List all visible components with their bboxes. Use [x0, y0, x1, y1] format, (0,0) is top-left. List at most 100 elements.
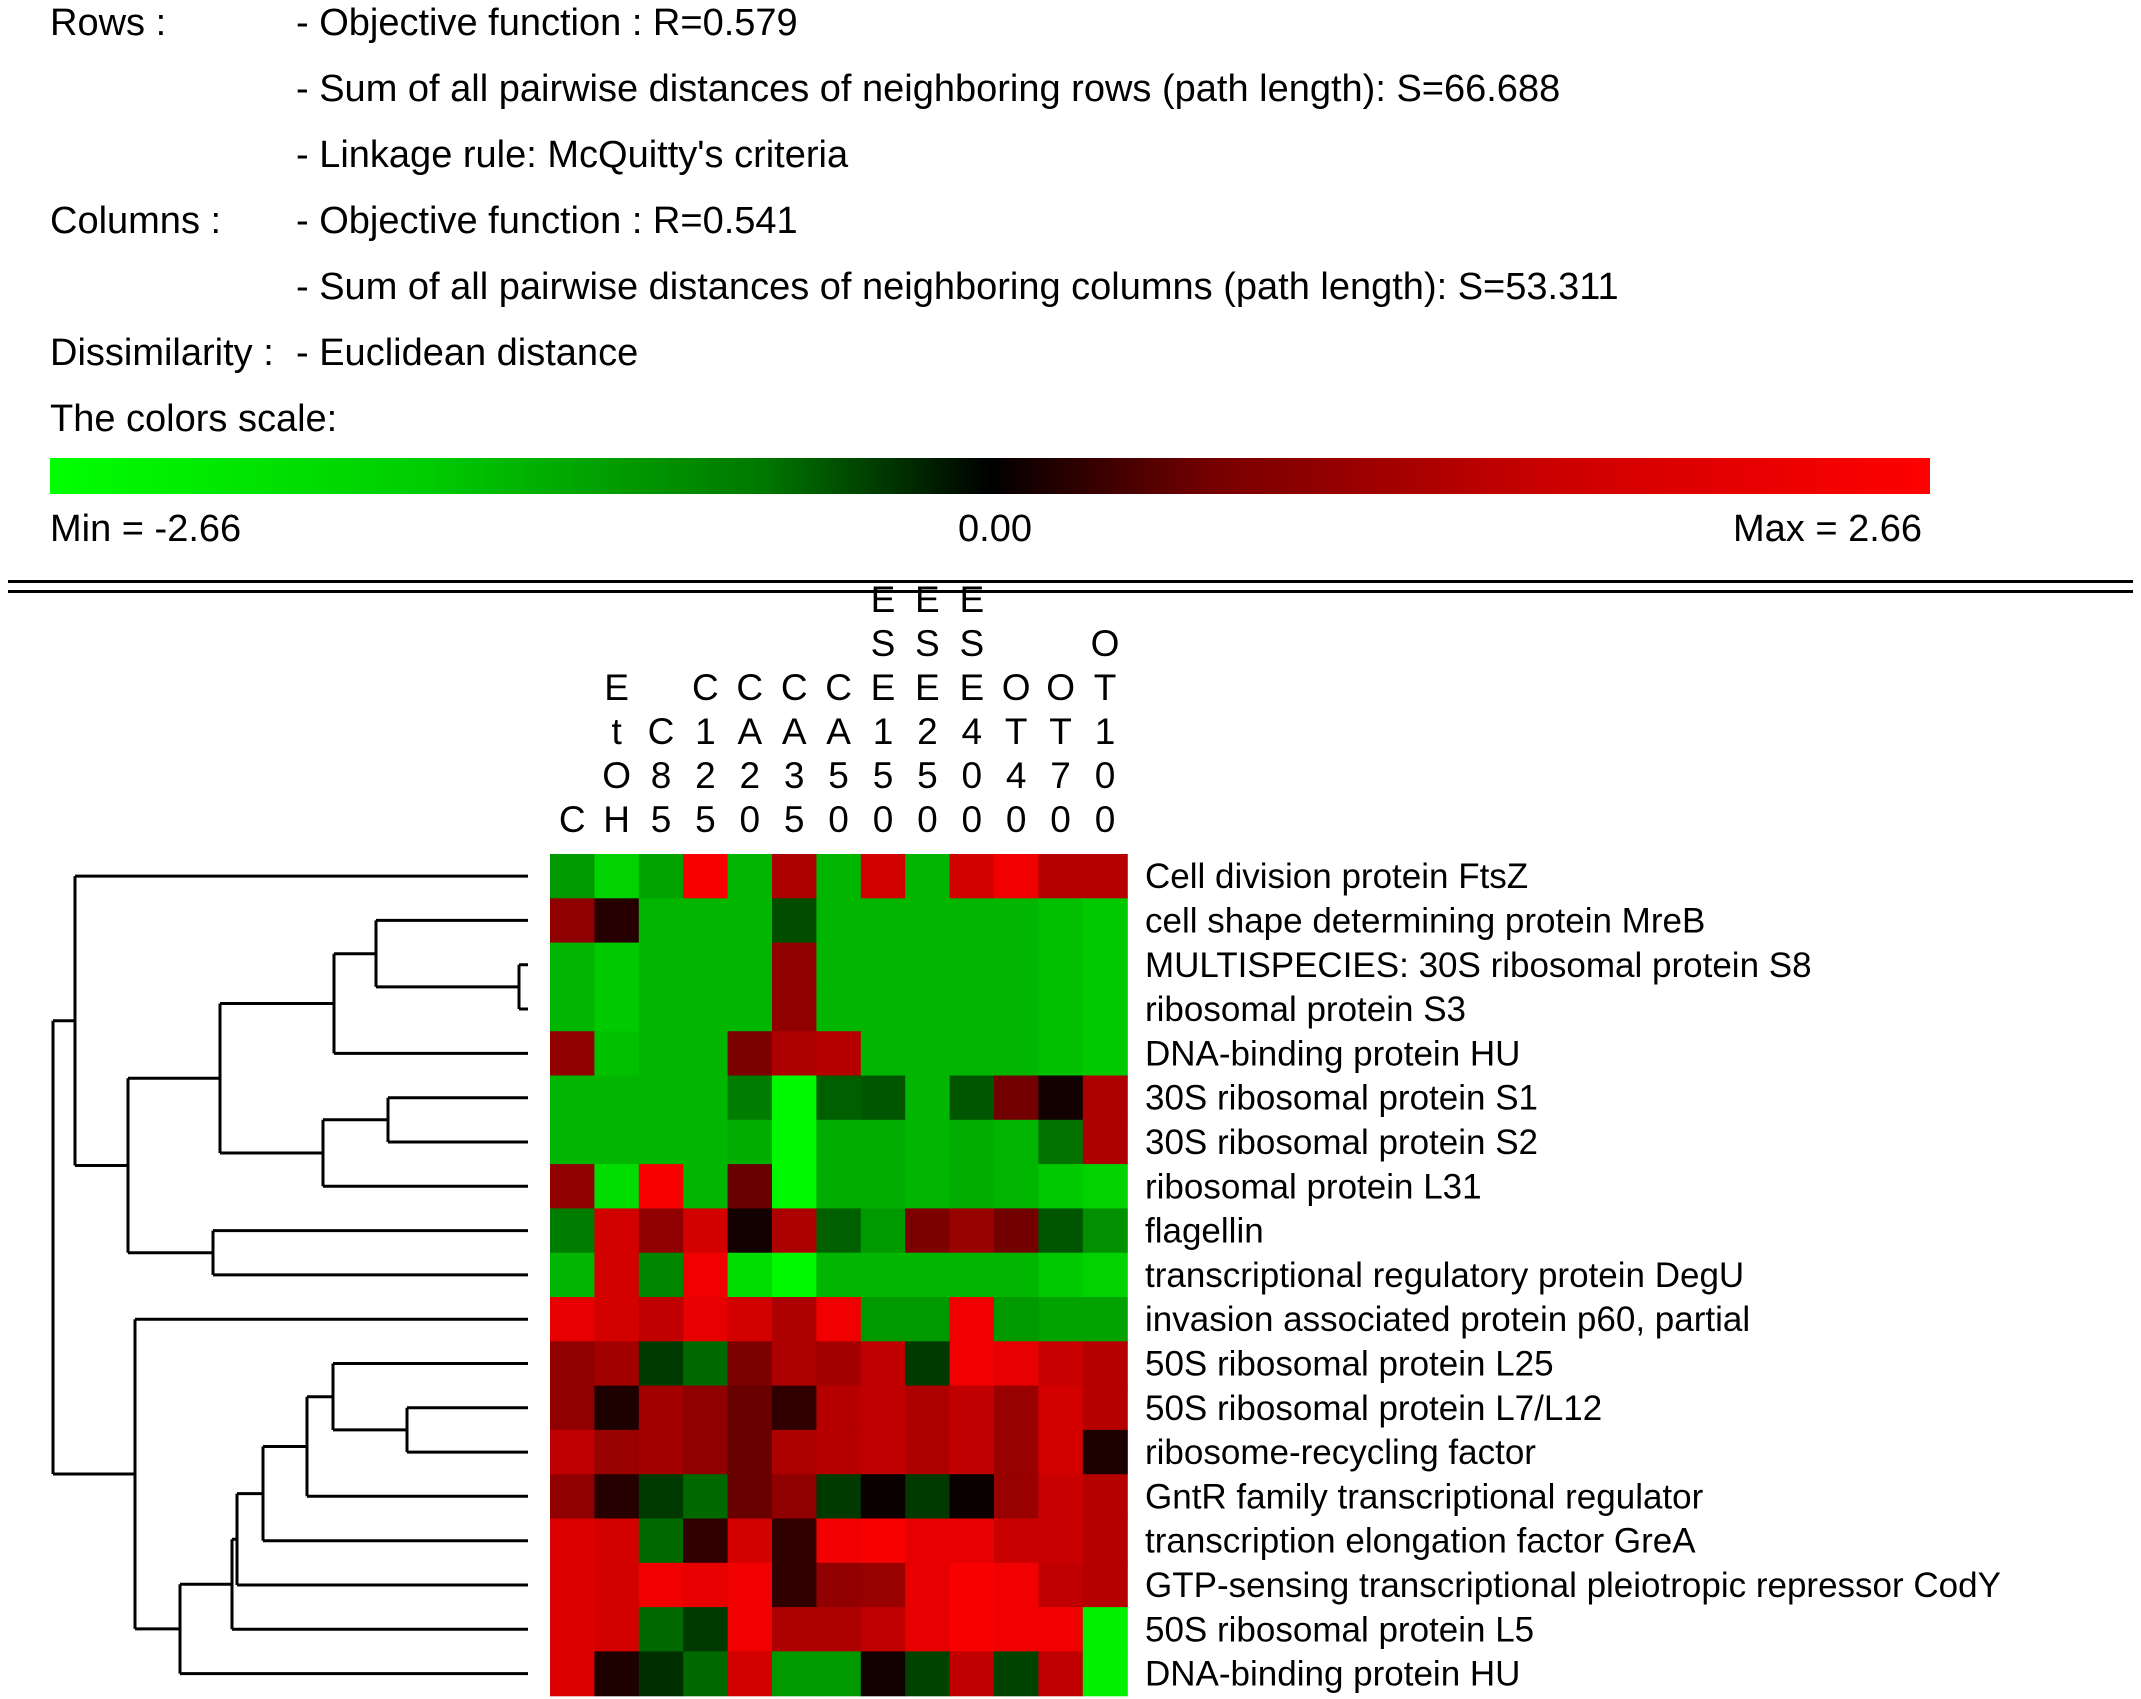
heatmap-cell: [683, 854, 729, 899]
row-label: flagellin: [1145, 1212, 1264, 1251]
heatmap-cell: [1082, 898, 1128, 944]
heatmap-cell: [905, 1252, 951, 1298]
heatmap-cell: [994, 1297, 1039, 1342]
heatmap-cell: [994, 1075, 1039, 1121]
heatmap-cell: [816, 1385, 862, 1431]
heatmap-cell: [1082, 1031, 1128, 1077]
heatmap-cell: [994, 854, 1039, 899]
heatmap-cell: [905, 1164, 951, 1209]
heatmap-cell: [772, 1474, 817, 1520]
heatmap-cell: [772, 1651, 817, 1697]
heatmap-cell: [860, 1562, 906, 1608]
heatmap-cell: [594, 1075, 640, 1121]
heatmap-cell: [994, 1164, 1039, 1209]
rows-linkage-text: - Linkage rule: McQuitty's criteria: [296, 134, 849, 176]
heatmap-cell: [949, 1474, 995, 1520]
row-label: 50S ribosomal protein L7/L12: [1145, 1389, 1602, 1428]
heatmap-cell: [638, 1607, 684, 1652]
heatmap-cell: [1082, 1164, 1128, 1209]
dendrogram-branch: [305, 1395, 528, 1498]
heatmap-cell: [727, 1075, 773, 1121]
heatmap-cell: [638, 1119, 684, 1165]
rows-objective-text: - Objective function : R=0.579: [296, 2, 798, 44]
heatmap-cell: [860, 1075, 906, 1121]
heatmap-cell: [860, 1119, 906, 1165]
heatmap-cell: [994, 1651, 1039, 1697]
row-label: ribosomal protein S3: [1145, 990, 1466, 1029]
heatmap-cell: [860, 942, 906, 988]
heatmap-cell: [816, 986, 862, 1032]
heatmap-cell: [816, 1031, 862, 1077]
heatmap-cell: [949, 1562, 995, 1608]
heatmap-cell: [860, 1385, 906, 1431]
heatmap-cell: [727, 1607, 773, 1652]
heatmap-cell: [1038, 1341, 1084, 1387]
heatmap-cell: [1038, 1164, 1084, 1209]
heatmap-cell: [772, 1164, 817, 1209]
heatmap-cell: [1082, 1562, 1128, 1608]
heatmap-cells: [550, 854, 1128, 1697]
heatmap-cell: [1038, 942, 1084, 988]
heatmap-cell: [1082, 1518, 1128, 1564]
heatmap-cell: [816, 1562, 862, 1608]
heatmap-cell: [638, 1562, 684, 1608]
heatmap-cell: [772, 1607, 817, 1652]
row-label: GTP-sensing transcriptional pleiotropic …: [1145, 1566, 2001, 1605]
heatmap-cell: [860, 898, 906, 944]
heatmap-cell: [1038, 1562, 1084, 1608]
heatmap-cell: [816, 942, 862, 988]
dendrogram-branch: [211, 1229, 528, 1277]
heatmap-cell: [905, 986, 951, 1032]
heatmap-cell: [550, 1562, 595, 1608]
dendrogram-branch: [51, 1019, 135, 1476]
heatmap-cell: [905, 854, 951, 899]
heatmap-cell: [638, 898, 684, 944]
heatmap-cell: [638, 1164, 684, 1209]
heatmap-cell: [1082, 1607, 1128, 1652]
divider-line-bottom: [8, 590, 2133, 593]
heatmap-cell: [594, 898, 640, 944]
heatmap-cell: [638, 1474, 684, 1520]
heatmap-cell: [949, 854, 995, 899]
heatmap-cell: [594, 1341, 640, 1387]
heatmap-cell: [994, 1031, 1039, 1077]
heatmap-cell: [905, 1385, 951, 1431]
heatmap-cell: [949, 1164, 995, 1209]
heatmap-cell: [683, 1385, 729, 1431]
heatmap-cell: [772, 1075, 817, 1121]
dendrogram-branch: [126, 1076, 220, 1255]
row-label: ribosomal protein L31: [1145, 1167, 1482, 1206]
heatmap-cell: [638, 942, 684, 988]
heatmap-cell: [550, 1429, 595, 1475]
heatmap-cell: [727, 1119, 773, 1165]
heatmap-cell: [816, 1075, 862, 1121]
heatmap-cell: [1082, 1385, 1128, 1431]
heatmap-cell: [860, 1607, 906, 1652]
heatmap-cell: [727, 1341, 773, 1387]
dendrogram-branch: [517, 963, 528, 1011]
dendrogram-branch: [405, 1406, 528, 1454]
heatmap-cell: [816, 1341, 862, 1387]
dendrogram-branch: [321, 1118, 528, 1188]
heatmap-cell: [772, 1429, 817, 1475]
dendrogram-branch: [332, 952, 528, 1055]
heatmap-cell: [638, 1518, 684, 1564]
heatmap-cell: [594, 1119, 640, 1165]
columns-objective-text: - Objective function : R=0.541: [296, 200, 798, 242]
heatmap-cell: [727, 898, 773, 944]
heatmap-cell: [550, 1031, 595, 1077]
heatmap-cell: [683, 1031, 729, 1077]
heatmap-cell: [727, 1164, 773, 1209]
row-label: Cell division protein FtsZ: [1145, 857, 1528, 896]
color-scale-max-label: Max = 2.66: [1733, 508, 1923, 550]
heatmap-cell: [1082, 1429, 1128, 1475]
color-scale-min-label: Min = -2.66: [50, 508, 242, 550]
dendrogram-branch: [331, 1362, 528, 1432]
